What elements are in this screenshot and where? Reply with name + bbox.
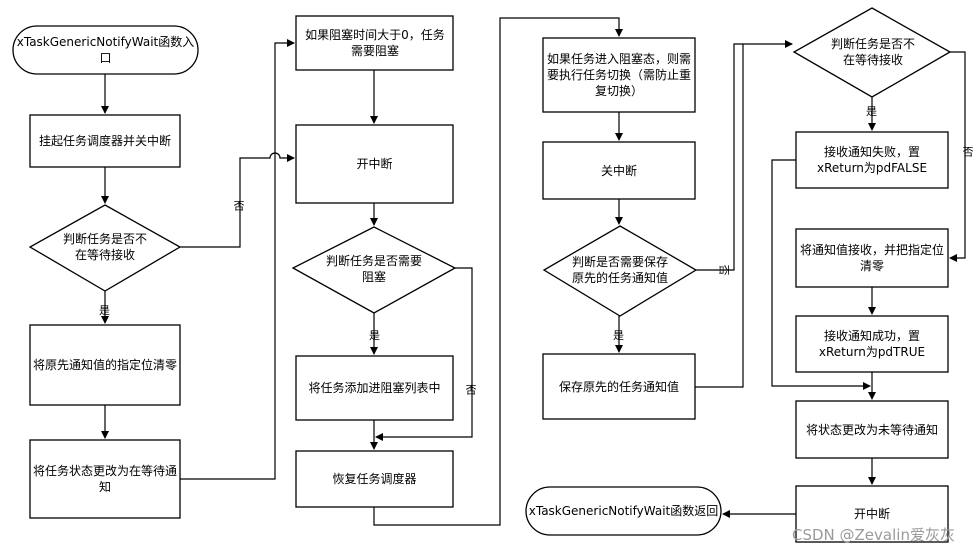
no-label-check2: 否 (961, 146, 974, 157)
no-label-checkblock: 否 (464, 384, 477, 395)
suspend-scheduler-box (29, 114, 181, 168)
suspend-scheduler-label: 挂起任务调度器并关中断 (38, 134, 171, 148)
blocked-switch-box (542, 37, 696, 113)
check-not-waiting-2-label: 判断任务是否不在等待接收 (830, 37, 915, 67)
resume-scheduler-label: 恢复任务调度器 (332, 472, 417, 486)
watermark: CSDN @Zevalin爱灰灰 (792, 526, 955, 544)
resume-scheduler-box (295, 450, 454, 508)
clear-bits-label: 将原先通知值的指定位清零 (32, 358, 177, 372)
check-save-value-label: 判断是否需要保存原先的任务通知值 (571, 255, 668, 285)
receive-clear-box (795, 228, 949, 288)
enable-interrupt-2-label: 开中断 (853, 507, 890, 521)
add-delay-list-box (295, 355, 454, 421)
edge-checksave-no (696, 40, 793, 271)
no-label-checksave: 否 (717, 264, 731, 276)
block-time-box (295, 15, 454, 71)
receive-clear-label: 将通知值接收，并把指定位清零 (799, 243, 944, 273)
block-time-label: 如果阻塞时间大于0，任务需要阻塞 (305, 28, 445, 58)
check-not-waiting-1-label: 判断任务是否不在等待接收 (62, 232, 147, 262)
add-delay-list-label: 将任务添加进阻塞列表中 (308, 381, 441, 395)
receive-fail-box (795, 131, 949, 189)
edge-check1-no (180, 152, 295, 248)
check-save-value-diamond (542, 225, 698, 317)
edge-check2-no (949, 51, 966, 262)
receive-fail-label: 接收通知失败，置xReturn为pdFALSE (816, 145, 928, 175)
edge-checkblock-no (375, 267, 473, 441)
no-label-check1: 否 (232, 200, 245, 211)
yes-label-check2: 是 (866, 105, 877, 118)
disable-interrupt-label: 关中断 (600, 163, 637, 178)
end-terminal (525, 486, 722, 536)
edge-savevalue-check2 (695, 44, 744, 388)
save-value-label: 保存原先的任务通知值 (558, 379, 679, 394)
yes-label-checkblock: 是 (369, 329, 380, 342)
yes-label-checksave: 是 (613, 329, 624, 342)
edge-setwaiting-blocktime (180, 39, 295, 480)
set-waiting-box (29, 439, 181, 519)
set-waiting-label: 将任务状态更改为在等待通知 (32, 464, 177, 494)
enable-interrupt-label: 开中断 (356, 157, 393, 171)
start-label: xTaskGenericNotifyWait函数入口 (16, 35, 195, 65)
save-value-box (542, 353, 696, 420)
blocked-switch-label: 如果任务进入阻塞态，则需要执行任务切换（需防止重复切换） (547, 52, 692, 98)
edge-fail-setnotwaiting (771, 159, 871, 390)
receive-success-label: 接收通知成功，置xReturn为pdTRUE (818, 329, 926, 359)
enable-interrupt-2-box (795, 485, 949, 543)
end-label: xTaskGenericNotifyWait函数返回 (528, 504, 719, 518)
set-not-waiting-label: 将状态更改为未等待通知 (805, 422, 938, 437)
yes-label-check1: 是 (99, 304, 110, 317)
enable-interrupt-box (295, 124, 454, 204)
check-need-block-label: 判断任务是否需要阻塞 (326, 254, 423, 284)
edge-resume-blockedswitch (373, 17, 623, 526)
